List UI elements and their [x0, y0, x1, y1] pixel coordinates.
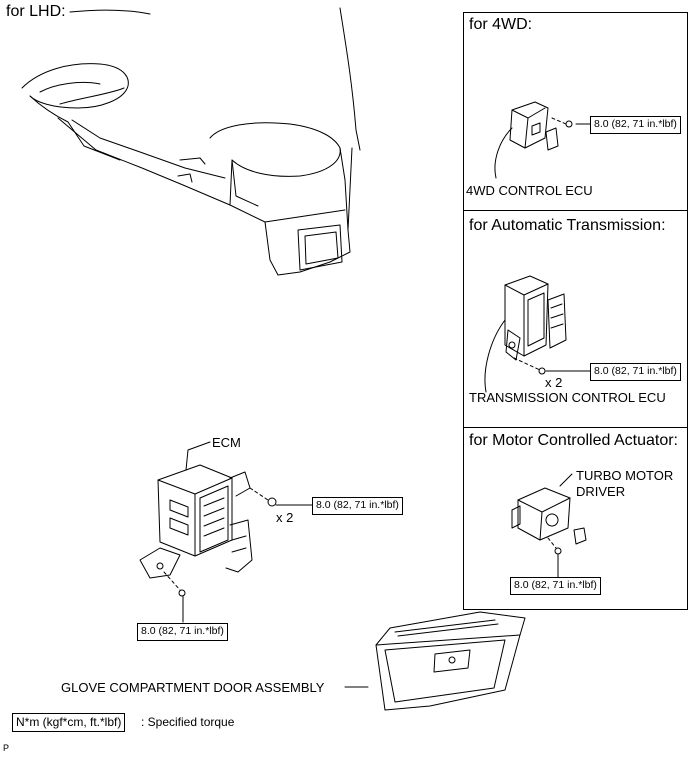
part-label-ecm: ECM	[212, 435, 241, 450]
torque-ecm-nut: 8.0 (82, 71 in.*lbf)	[312, 497, 403, 515]
glove-box-illustration	[344, 611, 526, 711]
transmission-ecu-illustration	[484, 275, 567, 393]
part-label-turbo-line1: TURBO MOTOR	[576, 468, 674, 483]
part-label-transmission-ecu: TRANSMISSION CONTROL ECU	[469, 390, 666, 405]
right-panel-frame	[463, 12, 688, 610]
torque-mca: 8.0 (82, 71 in.*lbf)	[510, 577, 601, 595]
qty-ecm: x 2	[276, 510, 294, 525]
torque-ecm-bolt: 8.0 (82, 71 in.*lbf)	[137, 623, 228, 641]
diagram-title: for LHD:	[6, 3, 66, 20]
part-label-4wd-ecu: 4WD CONTROL ECU	[466, 183, 593, 198]
panel-divider-1	[463, 210, 688, 211]
legend-description: : Specified torque	[141, 715, 235, 729]
footer-code: P	[3, 743, 10, 753]
panel-title-4wd: for 4WD:	[469, 16, 533, 33]
ecm-illustration	[139, 441, 313, 623]
panel-divider-2	[463, 427, 688, 428]
fourwd-ecu-illustration	[494, 101, 573, 179]
dashboard-illustration	[21, 7, 361, 276]
qty-at: x 2	[545, 375, 563, 390]
part-label-glove-door: GLOVE COMPARTMENT DOOR ASSEMBLY	[61, 680, 325, 695]
panel-title-at: for Automatic Transmission:	[469, 217, 666, 234]
torque-4wd: 8.0 (82, 71 in.*lbf)	[590, 116, 681, 134]
legend-unit-box: N*m (kgf*cm, ft.*lbf)	[12, 713, 126, 733]
part-label-turbo-line2: DRIVER	[576, 484, 626, 499]
panel-title-mca: for Motor Controlled Actuator:	[469, 432, 678, 449]
turbo-motor-driver-illustration	[511, 473, 587, 579]
torque-at: 8.0 (82, 71 in.*lbf)	[590, 363, 681, 381]
